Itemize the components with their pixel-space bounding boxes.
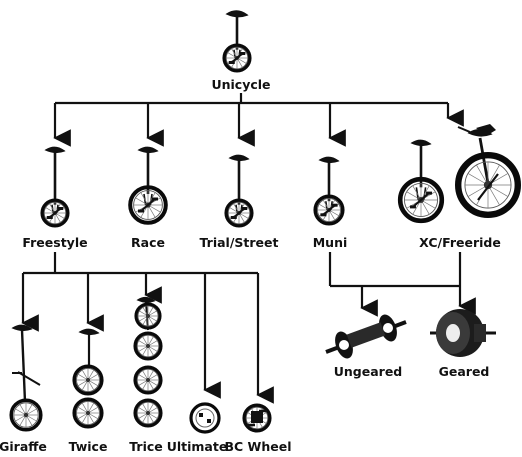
label-freestyle: Freestyle bbox=[22, 235, 87, 250]
unicycle-icon-xc-small bbox=[397, 139, 445, 224]
unicycle-icon-trial-street bbox=[224, 154, 254, 228]
unicycle-icon-xc-large bbox=[455, 124, 522, 218]
label-unicycle: Unicycle bbox=[211, 77, 270, 92]
label-xc-freeride: XC/Freeride bbox=[419, 235, 501, 250]
unicycle-icon-freestyle bbox=[40, 146, 70, 228]
unicycle-icon-bc-wheel bbox=[242, 403, 272, 433]
unicycle-icon-muni bbox=[313, 156, 345, 226]
label-race: Race bbox=[131, 235, 165, 250]
label-geared: Geared bbox=[439, 364, 490, 379]
label-trice: Trice bbox=[129, 439, 163, 454]
unicycle-icon-giraffe bbox=[9, 324, 43, 432]
label-ungeared: Ungeared bbox=[334, 364, 403, 379]
vehicle-pictures bbox=[9, 10, 522, 434]
unicycle-icon-twice bbox=[72, 328, 104, 429]
label-ultimate: Ultimate bbox=[167, 439, 228, 454]
label-muni: Muni bbox=[313, 235, 348, 250]
hub-icon-geared bbox=[430, 309, 496, 357]
unicycle-icon-ultimate bbox=[189, 402, 221, 434]
tree-connectors bbox=[21, 93, 476, 404]
hub-icon-ungeared bbox=[325, 314, 407, 359]
label-trial-street: Trial/Street bbox=[200, 235, 279, 250]
node-labels: Unicycle Freestyle Race Trial/Street Mun… bbox=[0, 77, 501, 454]
label-giraffe: Giraffe bbox=[0, 439, 47, 454]
label-bc-wheel: BC Wheel bbox=[225, 439, 292, 454]
unicycle-icon-trice bbox=[133, 296, 163, 428]
label-twice: Twice bbox=[69, 439, 108, 454]
unicycle-icon-root bbox=[222, 10, 252, 73]
unicycle-icon-race bbox=[128, 146, 168, 225]
